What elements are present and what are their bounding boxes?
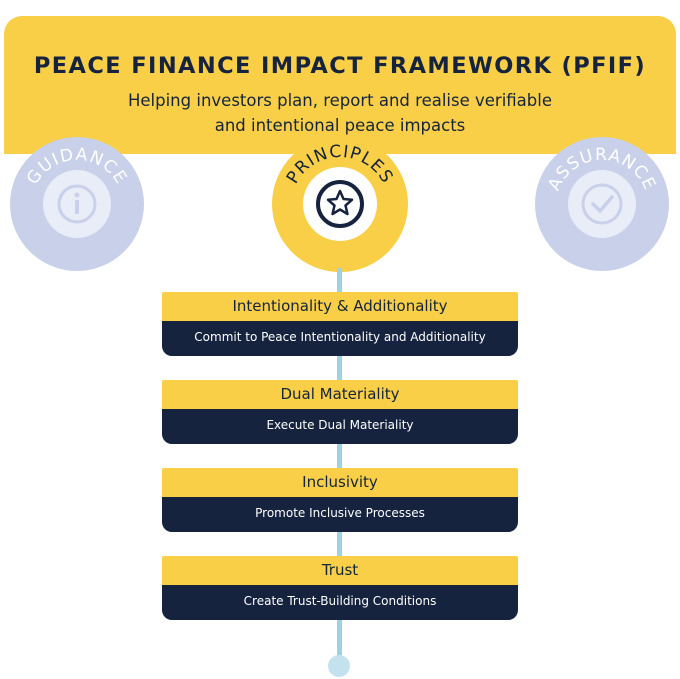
pillar-assurance[interactable]: ASSURANCE [534, 134, 670, 271]
principle-title: Intentionality & Additionality [162, 292, 518, 321]
principle-card-trust[interactable]: Trust Create Trust-Building Conditions [162, 556, 518, 620]
page-title: PEACE FINANCE IMPACT FRAMEWORK (PFIF) [33, 53, 647, 79]
principle-title: Dual Materiality [162, 380, 518, 409]
principle-title: Trust [162, 556, 518, 585]
principle-description: Promote Inclusive Processes [162, 497, 518, 532]
principle-card-dual-materiality[interactable]: Dual Materiality Execute Dual Materialit… [162, 380, 518, 444]
subtitle-line-1: Helping investors plan, report and reali… [127, 91, 552, 110]
principle-card-intentionality[interactable]: Intentionality & Additionality Commit to… [162, 292, 518, 356]
header-banner: PEACE FINANCE IMPACT FRAMEWORK (PFIF) He… [4, 16, 676, 154]
principle-description: Create Trust-Building Conditions [162, 585, 518, 620]
principle-title: Inclusivity [162, 468, 518, 497]
pillar-guidance[interactable]: GUIDANCE [10, 134, 144, 271]
checkmark-icon [581, 183, 623, 225]
principle-description: Commit to Peace Intentionality and Addit… [162, 321, 518, 356]
principle-card-inclusivity[interactable]: Inclusivity Promote Inclusive Processes [162, 468, 518, 532]
star-icon [316, 180, 364, 228]
timeline-end-dot [328, 655, 350, 677]
info-icon [57, 184, 97, 224]
pillar-principles[interactable]: PRINCIPLES [272, 134, 408, 274]
page-subtitle: Helping investors plan, report and reali… [4, 88, 676, 138]
principle-description: Execute Dual Materiality [162, 409, 518, 444]
subtitle-line-2: and intentional peace impacts [214, 116, 466, 135]
